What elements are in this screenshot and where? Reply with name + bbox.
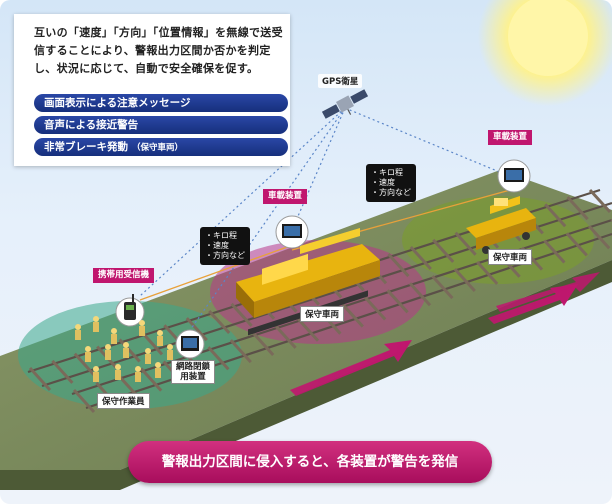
rail-sleeper	[543, 239, 566, 264]
rail-sleeper	[185, 317, 208, 342]
network-device-icon	[175, 329, 205, 359]
callout-item: 方向など	[371, 188, 411, 198]
vehicle-label-right: 保守車両	[488, 249, 533, 265]
rail-sleeper	[565, 232, 588, 257]
rail-sleeper	[476, 260, 499, 285]
gps-satellite-icon	[321, 89, 369, 119]
direction-arrow-right	[496, 272, 600, 312]
rail-sleeper	[387, 253, 410, 278]
worker-figure	[145, 348, 151, 364]
rail-sleeper	[296, 317, 320, 342]
feature-pill-emergency-brake: 非常ブレーキ発動 （保守車両）	[34, 138, 288, 156]
sun-icon	[478, 0, 612, 106]
rail-sleeper	[588, 225, 611, 250]
vehicle-data-callout-left: キロ程 速度 方向など	[200, 227, 250, 265]
onboard-device-tag-left: 車載装置	[263, 189, 308, 204]
rail-sleeper	[432, 238, 455, 263]
feature-pill-screen-message: 画面表示による注意メッセージ	[34, 94, 288, 112]
worker-figure	[167, 344, 173, 360]
portable-radio-icon	[115, 294, 145, 327]
info-panel: 互いの「速度」「方向」「位置情報」を無線で送受信することにより、警報出力区間か否…	[14, 14, 290, 166]
worker-figure	[135, 366, 141, 382]
workers-label: 保守作業員	[97, 393, 150, 409]
rail-sleeper	[118, 338, 141, 363]
rail-sleeper	[431, 275, 454, 300]
callout-item: 方向など	[205, 251, 245, 261]
rail-sleeper	[341, 303, 364, 328]
rail-sleeper	[252, 332, 275, 357]
maintenance-vehicle-right	[466, 196, 536, 254]
callout-item: キロ程	[205, 231, 245, 241]
maintenance-workers	[75, 316, 173, 382]
worker-figure	[75, 324, 81, 340]
onboard-monitor-icon	[497, 159, 531, 193]
rail-sleeper	[408, 282, 432, 307]
feature-label: 画面表示による注意メッセージ	[44, 97, 191, 109]
feature-label: 音声による接近警告	[44, 119, 139, 131]
rail-sleeper	[454, 231, 477, 256]
network-device-label: 網路閉鎖 用装置	[171, 360, 216, 384]
rail-sleeper	[274, 324, 297, 349]
rail-sleeper	[588, 188, 612, 214]
rail-sleeper	[140, 331, 164, 356]
worker-figure	[85, 346, 91, 362]
onboard-device-tag-right: 車載装置	[488, 130, 533, 145]
rail-sleeper	[229, 339, 252, 364]
rail-sleeper	[453, 267, 476, 292]
gps-satellite-label: GPS衛星	[318, 74, 363, 88]
rail-sleeper	[140, 367, 163, 392]
rail-sleeper	[28, 366, 52, 392]
rail-sleeper	[73, 352, 96, 377]
worker-figure	[155, 362, 161, 378]
worker-figure	[157, 330, 163, 346]
vehicle-label-center: 保守車両	[300, 306, 345, 322]
worker-figure	[105, 344, 111, 360]
network-label-line: 網路閉鎖	[176, 362, 211, 372]
worker-figure	[93, 366, 99, 382]
network-label-line: 用装置	[180, 372, 206, 382]
rail-sleeper	[207, 346, 230, 371]
rail-sleeper	[566, 196, 589, 221]
rail-sleeper	[364, 296, 387, 321]
rail-sleeper	[409, 245, 432, 270]
worker-figure	[139, 320, 145, 336]
callout-item: キロ程	[371, 168, 411, 178]
portable-receiver-tag: 携帯用受信機	[93, 268, 155, 283]
rail-sleeper	[230, 302, 253, 327]
rail-sleeper	[72, 388, 96, 414]
worker-figure	[123, 342, 129, 358]
feature-note: （保守車両）	[132, 143, 184, 153]
onboard-monitor-icon	[275, 215, 309, 249]
info-description: 互いの「速度」「方向」「位置情報」を無線で送受信することにより、警報出力区間か否…	[34, 26, 283, 75]
signal-lines	[139, 107, 515, 337]
worker-figure	[115, 364, 121, 380]
callout-item: 速度	[371, 178, 411, 188]
worker-figure	[111, 328, 117, 344]
rail-sleeper	[208, 310, 231, 335]
feature-pill-voice-warning: 音声による接近警告	[34, 116, 288, 134]
warning-banner: 警報出力区間に侵入すると、各装置が警告を発信	[128, 441, 492, 483]
rail-sleeper	[386, 289, 409, 314]
feature-label: 非常ブレーキ発動	[44, 141, 128, 153]
worker-figure	[93, 316, 99, 332]
direction-arrow-upper	[488, 284, 578, 324]
rail-sleeper	[51, 359, 74, 384]
direction-arrow-lower	[290, 340, 412, 396]
callout-item: 速度	[205, 241, 245, 251]
rail-sleeper	[544, 203, 567, 228]
vehicle-data-callout-right: キロ程 速度 方向など	[366, 164, 416, 202]
